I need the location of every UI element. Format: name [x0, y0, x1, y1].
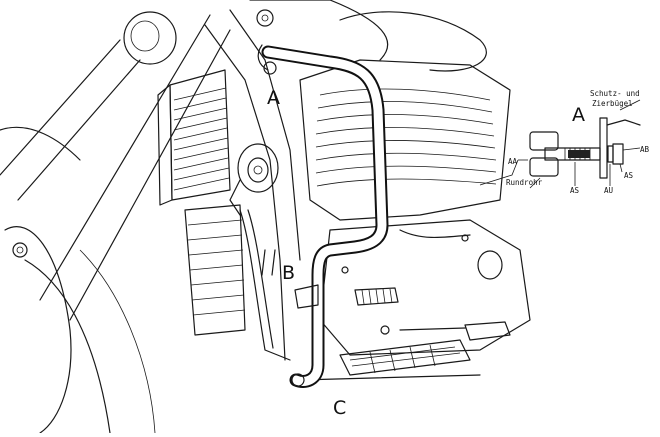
motorcycle-sketch [0, 0, 531, 434]
horn [229, 143, 279, 216]
label-b: B [282, 262, 295, 284]
detail-au: AU [604, 186, 613, 195]
footboard [299, 321, 511, 381]
label-a: A [267, 87, 280, 109]
radiator [157, 69, 246, 336]
detail-as-bottom: AS [570, 186, 580, 195]
detail-rundrohr: Rundrohr [506, 178, 543, 187]
crash-bar [257, 44, 389, 388]
round-tube-top [529, 131, 559, 151]
shift-peg [354, 287, 399, 306]
front-wheel [24, 259, 111, 434]
label-c: C [333, 397, 346, 419]
fork-tube-outer [39, 14, 231, 321]
detail-as-right: AS [624, 171, 634, 180]
nut [612, 143, 624, 165]
hose [239, 209, 291, 361]
crankcase [319, 219, 531, 356]
detail-aa: AA [508, 157, 518, 166]
round-tube-bottom [529, 157, 559, 177]
front-fender [4, 226, 72, 434]
detail-a-inset: A Schutz- und Zierbügel AA Rundrohr AS [479, 89, 650, 195]
detail-label-a: A [572, 104, 585, 126]
mount-point-c [291, 373, 305, 387]
frame-downtube [204, 24, 286, 361]
bracket-plate [599, 117, 608, 179]
detail-title-line1: Schutz- und [590, 89, 640, 98]
fork-tube [0, 39, 141, 201]
detail-title-line2: Zierbügel [592, 99, 633, 108]
mount-bracket-b [294, 284, 319, 309]
mirror-knob [123, 11, 177, 65]
mount-point-a [263, 61, 277, 75]
detail-ab: AB [640, 145, 650, 154]
engine-cylinder [249, 0, 511, 221]
